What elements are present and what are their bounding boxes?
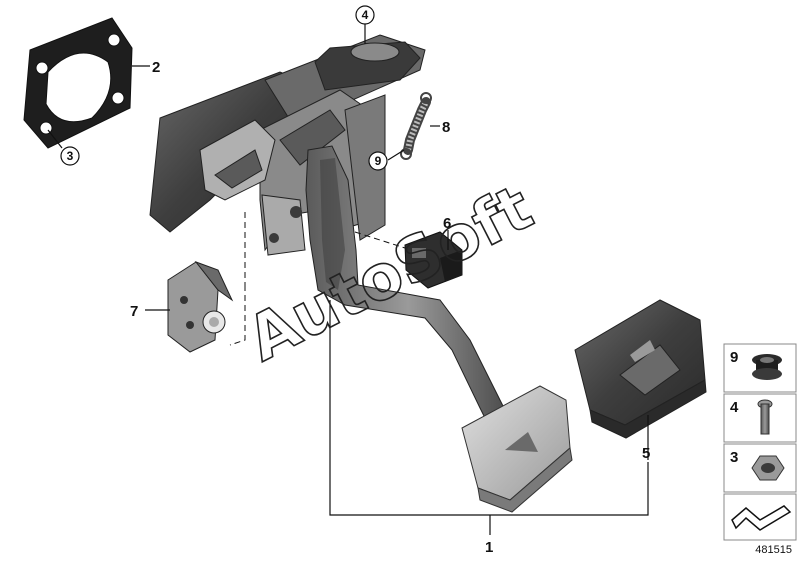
brake-pedal-pad (461, 385, 573, 513)
return-spring-part (400, 92, 432, 160)
leader-1-bracket (329, 300, 649, 516)
pedal-bracket-part (149, 34, 426, 256)
legend-number-4: 4 (730, 399, 739, 416)
callout-1: 1 (485, 539, 493, 556)
gasket-part (23, 17, 133, 149)
parts-legend: 9 4 3 (723, 343, 797, 541)
nut-icon (751, 455, 785, 481)
assembly-dashed-line (229, 212, 246, 346)
callout-circle-3 (60, 146, 80, 166)
callout-5: 5 (642, 445, 650, 462)
footrest-part (574, 299, 707, 439)
bolt-icon (757, 399, 773, 435)
callout-7: 7 (130, 303, 138, 320)
callout-circle-4 (355, 5, 375, 25)
callout-6: 6 (443, 215, 451, 232)
callout-3: 3 (67, 149, 74, 163)
legend-number-3: 3 (730, 449, 738, 466)
callout-4: 4 (362, 8, 369, 22)
diagram-id: 481515 (755, 544, 792, 556)
callout-9: 9 (375, 154, 382, 168)
grommet-icon (752, 354, 782, 380)
callout-circle-9 (368, 151, 388, 171)
leader-3-gasket (47, 129, 63, 149)
callout-8: 8 (442, 119, 450, 136)
arrow-symbol-icon (731, 505, 792, 531)
mounting-bracket-part (167, 260, 234, 353)
switch-dashed-line (354, 231, 406, 249)
legend-number-9: 9 (730, 349, 738, 366)
callout-2: 2 (152, 59, 160, 76)
leader-9 (387, 149, 405, 161)
